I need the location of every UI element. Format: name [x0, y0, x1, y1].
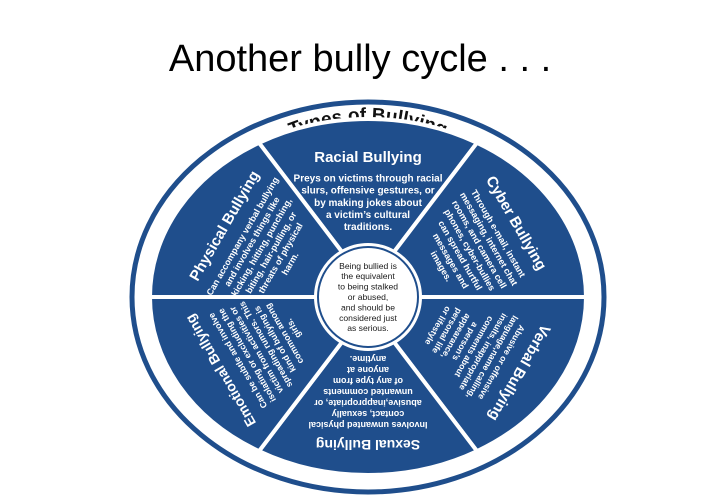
segment-sexual-wedge	[255, 339, 481, 477]
center-message-line: as serious.	[347, 323, 389, 333]
segment-racial-wedge	[255, 117, 481, 255]
segment-sexual-text-line: of any type from	[333, 376, 403, 386]
segment-sexual-text-line: contact, sexually	[332, 409, 405, 419]
segment-sexual-text-line: anytime.	[350, 354, 387, 364]
segment-racial-text-line: by making jokes about	[314, 198, 422, 209]
segment-racial-text-line: Preys on victims through racial	[294, 173, 443, 184]
segment-racial-title: Racial Bullying	[314, 149, 422, 166]
segment-sexual-text-line: abusive,inappropriate, or	[314, 398, 422, 408]
center-message-line: and should be	[341, 302, 395, 312]
segment-physical-wedge	[147, 140, 345, 299]
center-message-line: considered just	[339, 313, 397, 323]
center-message-line: Being bullied is	[339, 261, 397, 271]
segment-sexual-text-line: Involves unwanted physical	[308, 420, 427, 430]
segment-racial-text-line: traditions.	[344, 222, 393, 233]
segment-emotional-wedge	[147, 295, 345, 454]
segment-racial-text-line: a victim’s cultural	[326, 210, 410, 221]
segment-verbal-wedge	[391, 295, 589, 454]
center-message-line: or abused,	[348, 292, 389, 302]
segment-sexual-text-line: unwanted comments	[323, 387, 413, 397]
segment-sexual-title: Sexual Bullying	[316, 437, 420, 453]
segment-sexual: Sexual Bullying Involves unwanted physica…	[255, 339, 481, 477]
segment-sexual-text-line: anyone at	[347, 365, 389, 375]
center-message-line: the equivalent	[341, 271, 395, 281]
center-message-line: to being stalked	[338, 282, 398, 292]
segment-cyber-wedge	[391, 140, 589, 299]
slide-title: Another bully cycle . . .	[168, 38, 552, 80]
segment-racial-text-line: slurs, offensive gestures, or	[301, 186, 434, 197]
